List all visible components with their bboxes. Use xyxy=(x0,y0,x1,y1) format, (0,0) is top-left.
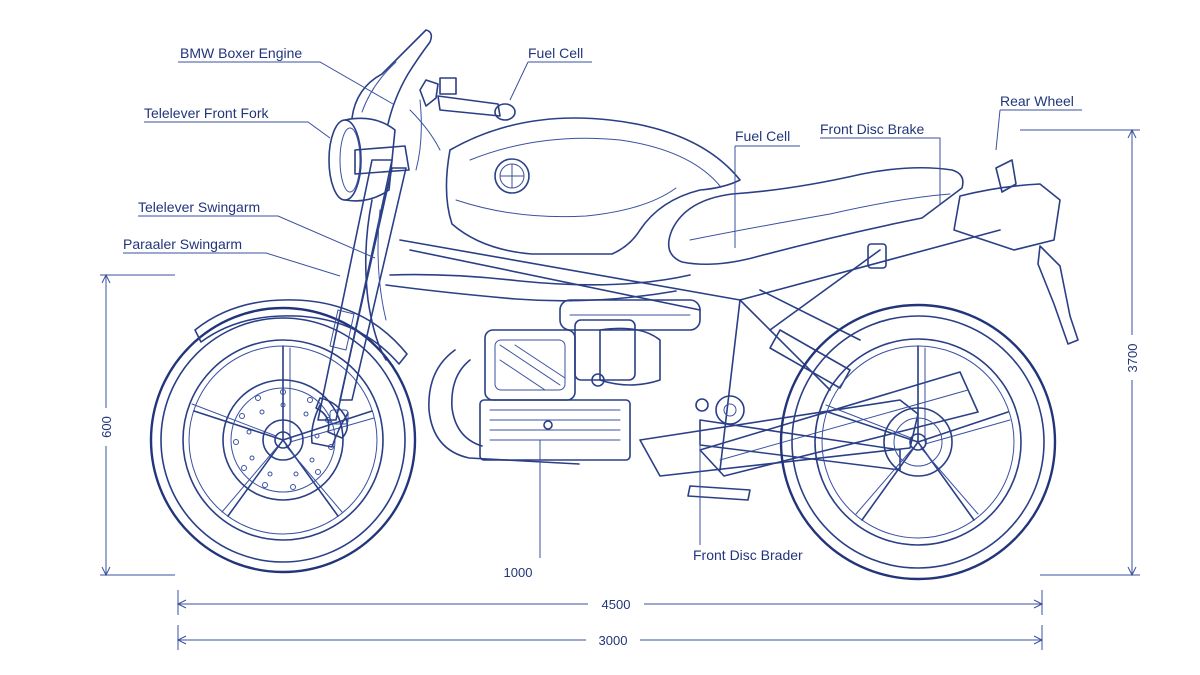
tail-section xyxy=(867,159,1079,345)
rear-wheel xyxy=(779,303,1057,581)
boxer-engine xyxy=(428,299,701,465)
label-telelever-front-fork: Telelever Front Fork xyxy=(144,105,269,121)
dim-ground-clearance: 1000 xyxy=(504,565,533,580)
label-fuel-cell-top: Fuel Cell xyxy=(528,45,583,61)
dim-height-left: 600 xyxy=(99,416,114,438)
dimension-lines xyxy=(100,128,1140,650)
dim-wheelbase: 4500 xyxy=(602,597,631,612)
fuel-tank xyxy=(445,117,741,255)
label-front-disc-brake: Front Disc Brake xyxy=(820,121,924,137)
windscreen xyxy=(351,29,433,125)
frame xyxy=(385,229,1001,471)
front-brake-disc xyxy=(222,379,349,501)
front-wheel xyxy=(149,306,417,574)
dim-height-right: 3700 xyxy=(1125,344,1140,373)
label-rear-wheel: Rear Wheel xyxy=(1000,93,1074,109)
label-paraaler-swingarm: Paraaler Swingarm xyxy=(123,236,242,252)
footpeg xyxy=(687,485,751,501)
leader-lines xyxy=(123,61,1082,545)
headlight xyxy=(328,117,410,202)
front-fender xyxy=(194,299,408,365)
front-fork xyxy=(310,159,407,448)
exhaust xyxy=(639,371,979,477)
seat xyxy=(667,166,964,266)
label-bmw-boxer-engine: BMW Boxer Engine xyxy=(180,45,302,61)
label-telelever-swingarm: Telelever Swingarm xyxy=(138,199,260,215)
handlebar xyxy=(409,77,516,171)
label-fuel-cell-mid: Fuel Cell xyxy=(735,128,790,144)
dim-overall-length: 3000 xyxy=(599,633,628,648)
label-front-disc-brader: Front Disc Brader xyxy=(693,547,803,563)
